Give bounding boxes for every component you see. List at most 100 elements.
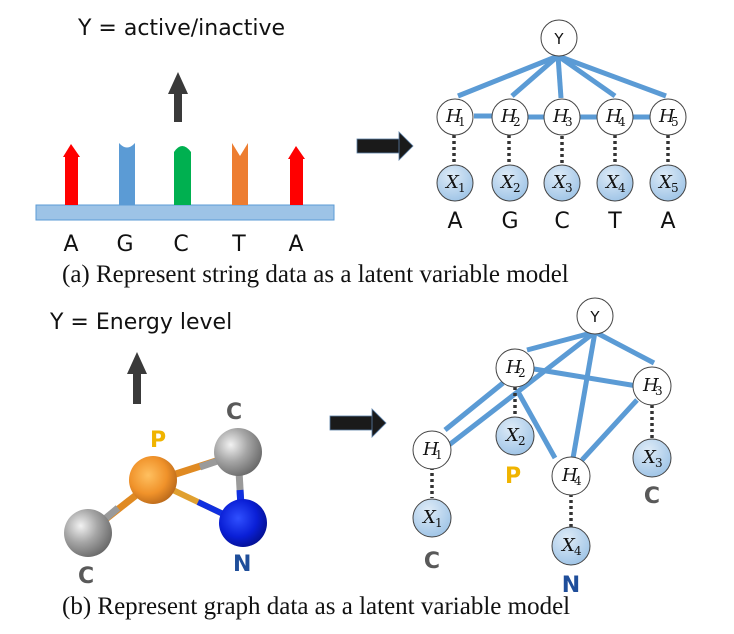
- base-letter: A: [288, 232, 304, 257]
- panel-b-y-label: Y = Energy level: [50, 310, 233, 335]
- svg-text:H: H: [505, 357, 522, 378]
- svg-text:H: H: [445, 106, 462, 127]
- panel-b-caption: (b) Represent graph data as a latent var…: [62, 593, 571, 620]
- svg-text:1: 1: [458, 181, 466, 195]
- edge-y-h4: [556, 53, 617, 99]
- hidden-node-h2: H2: [491, 98, 529, 136]
- atom-p: [129, 456, 177, 504]
- hidden-node-h3: H3: [543, 98, 581, 136]
- hidden-node-h1: H1: [412, 430, 452, 470]
- edge-y-h5: [557, 53, 667, 99]
- svg-text:2: 2: [518, 434, 526, 448]
- edge-y-h2: [526, 329, 596, 353]
- edge-h3-h4: [580, 398, 639, 462]
- edge-y-h4: [569, 331, 598, 465]
- up-arrow-icon: [168, 72, 188, 122]
- base-letter: C: [173, 232, 189, 257]
- svg-text:3: 3: [565, 115, 573, 129]
- svg-text:X: X: [444, 172, 460, 193]
- edge-y-h1: [447, 330, 597, 447]
- svg-text:X: X: [551, 172, 567, 193]
- edge-h2-h3: [533, 366, 638, 389]
- atom-c-top: [214, 428, 262, 476]
- panel-b-dotted-links: [430, 387, 654, 528]
- hidden-node-h3: H3: [632, 366, 672, 406]
- svg-text:X: X: [604, 172, 620, 193]
- base-letter: A: [63, 232, 79, 257]
- svg-text:Y: Y: [553, 30, 564, 48]
- svg-text:4: 4: [618, 115, 626, 129]
- svg-text:3: 3: [655, 456, 663, 470]
- observed-label: C: [644, 484, 660, 509]
- observed-label: A: [447, 209, 462, 234]
- svg-text:X: X: [657, 172, 673, 193]
- panel-b-node-y: Y: [576, 297, 614, 335]
- svg-text:4: 4: [574, 474, 582, 488]
- atom-c-left: [64, 509, 112, 557]
- dna-strand-backbone: [35, 204, 335, 221]
- svg-text:2: 2: [518, 366, 526, 380]
- base-peg-t: [232, 143, 248, 205]
- svg-text:2: 2: [513, 181, 521, 195]
- svg-text:X: X: [499, 172, 515, 193]
- hidden-node-h5: H5: [649, 98, 687, 136]
- hidden-node-h1: H1: [436, 98, 474, 136]
- svg-text:Y: Y: [589, 308, 600, 326]
- edge-y-h2: [510, 54, 560, 98]
- svg-text:3: 3: [565, 181, 573, 195]
- panel-a-dotted-links: [452, 135, 670, 166]
- edge-h2-h4: [514, 388, 558, 460]
- panel-a-node-y: Y: [540, 19, 578, 57]
- observed-label: N: [562, 573, 580, 598]
- svg-text:4: 4: [574, 544, 582, 558]
- hidden-node-h4: H4: [596, 98, 634, 136]
- hidden-node-h4: H4: [551, 456, 591, 496]
- atom-label-n: N: [233, 552, 252, 577]
- svg-text:H: H: [422, 439, 439, 460]
- atom-label-c-top: C: [226, 400, 243, 425]
- svg-text:X: X: [560, 535, 576, 556]
- svg-text:1: 1: [458, 115, 466, 129]
- svg-text:X: X: [504, 425, 520, 446]
- svg-text:H: H: [552, 106, 569, 127]
- base-peg-c: [174, 146, 191, 205]
- right-arrow-icon: [356, 131, 414, 161]
- up-arrow-icon: [127, 352, 147, 404]
- svg-text:H: H: [500, 106, 517, 127]
- svg-text:2: 2: [513, 115, 521, 129]
- base-peg-g: [119, 143, 135, 205]
- panel-b-graph-edges: [443, 329, 656, 465]
- observed-label: G: [501, 209, 518, 234]
- base-peg-a2: [288, 146, 305, 205]
- observed-label: C: [424, 549, 440, 574]
- observed-label: T: [607, 209, 622, 234]
- observed-label: C: [554, 209, 569, 234]
- edge-y-h1: [457, 53, 559, 99]
- atom-n: [219, 499, 267, 547]
- svg-text:5: 5: [671, 115, 679, 129]
- edge-h2-h1: [443, 381, 505, 432]
- atom-label-p: P: [150, 428, 167, 453]
- svg-text:4: 4: [618, 181, 626, 195]
- observed-label: A: [660, 209, 675, 234]
- edge-y-h3: [555, 55, 564, 99]
- base-letter: T: [232, 232, 246, 257]
- observed-label: P: [505, 464, 521, 489]
- panel-a-graph-edges: [457, 53, 667, 120]
- svg-text:3: 3: [655, 384, 663, 398]
- hidden-node-h2: H2: [495, 348, 535, 388]
- edge-y-h3: [593, 329, 656, 366]
